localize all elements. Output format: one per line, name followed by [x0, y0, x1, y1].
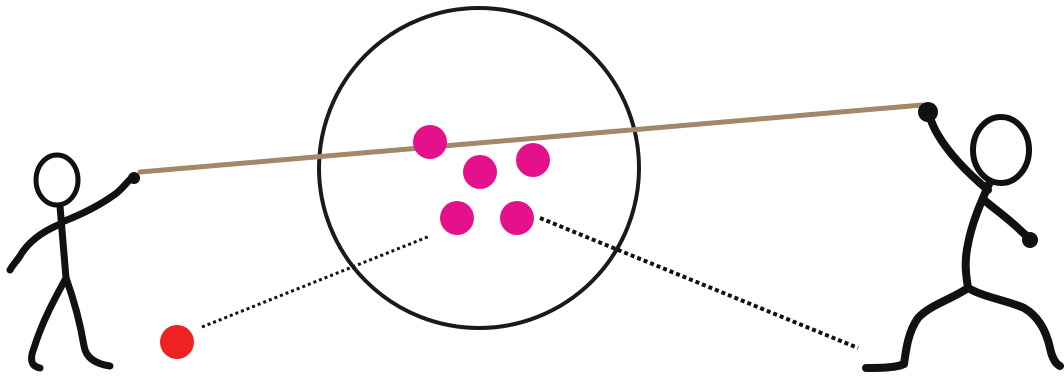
- right-hand: [1022, 232, 1038, 248]
- stick-figure-left-icon: [10, 155, 134, 368]
- pink-dot: [440, 201, 474, 235]
- right-fist: [918, 102, 938, 122]
- pink-dot: [413, 125, 447, 159]
- dotted-line-left: [202, 236, 430, 327]
- pink-dot: [463, 155, 497, 189]
- red-dot: [160, 325, 194, 359]
- pink-dot: [516, 143, 550, 177]
- pink-dot: [500, 201, 534, 235]
- left-hand: [128, 172, 140, 184]
